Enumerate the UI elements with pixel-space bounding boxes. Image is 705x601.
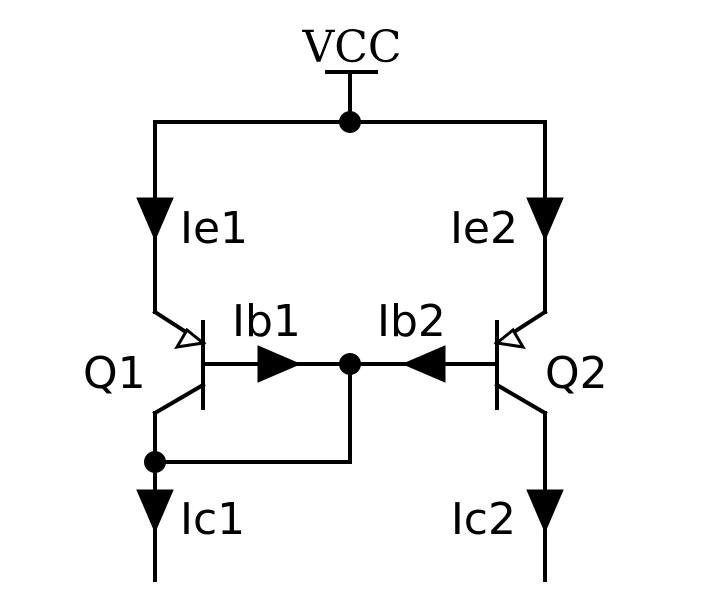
ie1-arrow — [136, 197, 174, 242]
vcc-label: VCC — [301, 22, 401, 73]
q1-label: Q1 — [83, 348, 146, 399]
ic2-label: Ic2 — [451, 494, 516, 545]
q2-emitter-arrow — [493, 327, 526, 349]
q2-label: Q2 — [545, 348, 608, 399]
ie1-label: Ie1 — [180, 203, 248, 254]
q1-collector-lead — [152, 382, 206, 416]
ic1-label: Ic1 — [180, 494, 245, 545]
ib2-arrow — [401, 345, 446, 383]
q1-emitter-arrow — [174, 327, 207, 349]
ic1-arrow — [136, 489, 174, 534]
top-junction-dot — [339, 111, 361, 133]
ie2-arrow — [526, 197, 564, 242]
ie2-label: Ie2 — [450, 203, 518, 254]
q1-transistor — [152, 309, 207, 416]
ic2-arrow — [526, 489, 564, 534]
ib2-label: Ib2 — [377, 296, 446, 347]
collector-junction-dot — [144, 451, 166, 473]
q2-collector-lead — [494, 382, 548, 416]
ib1-label: Ib1 — [232, 296, 301, 347]
ib1-arrow — [257, 345, 302, 383]
q2-transistor — [493, 309, 548, 416]
